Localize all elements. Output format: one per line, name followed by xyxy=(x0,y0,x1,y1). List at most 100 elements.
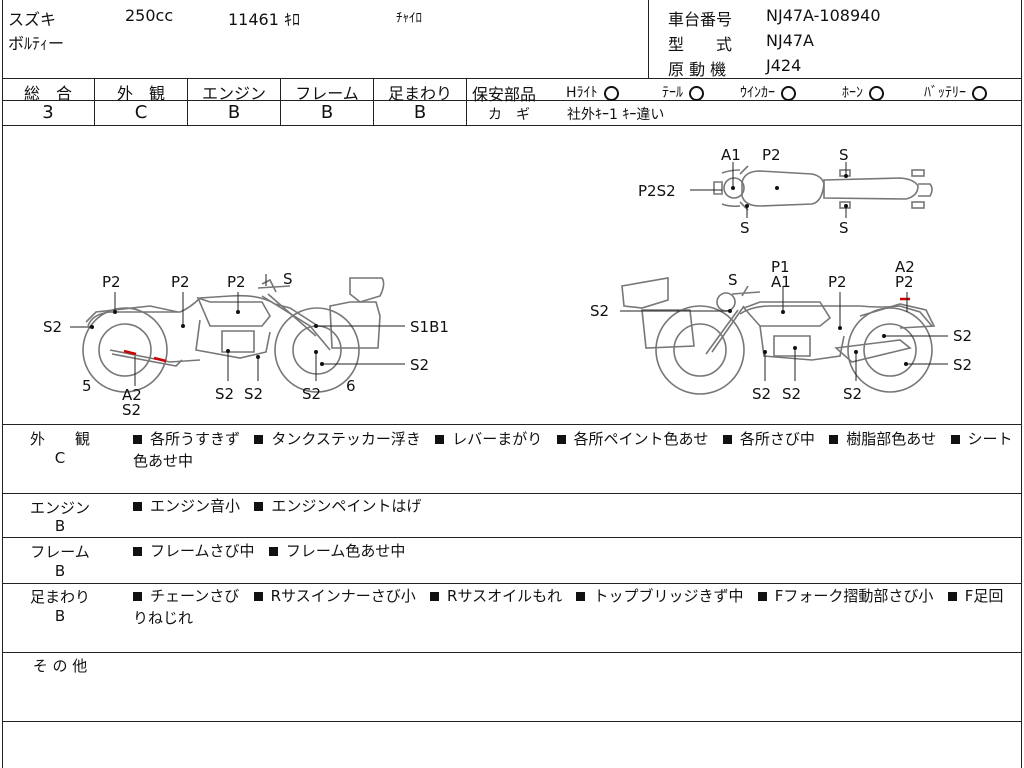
note-item: Rサスインナーさび小 xyxy=(253,587,416,605)
grades-bottom-line xyxy=(2,125,1022,126)
note-text: エンジン音小 xyxy=(150,497,241,515)
bullet-square-icon xyxy=(435,434,445,444)
grade-value-suspension: B xyxy=(413,102,427,123)
note-text: 各所うすきず xyxy=(150,430,241,448)
note-item: 各所ペイント色あせ xyxy=(556,430,709,448)
safety-item-horn: ﾎｰﾝ xyxy=(842,82,884,102)
model-name: ボﾙﾃｨー xyxy=(8,34,65,53)
bullet-square-icon xyxy=(947,591,957,601)
bullet-square-icon xyxy=(576,591,586,601)
note-text: シート色あせ中 xyxy=(133,430,1013,470)
note-text: 樹脂部色あせ xyxy=(846,430,937,448)
safety-label: 保安部品 xyxy=(472,85,537,104)
safety-mid-line xyxy=(466,100,1022,101)
grade-value-exterior: C xyxy=(134,102,148,123)
header-bottom-line xyxy=(2,78,1022,79)
note-text: Fフォーク摺動部さび小 xyxy=(774,587,934,605)
frame-no: NJ47A-108940 xyxy=(766,6,881,25)
circle-mark-icon xyxy=(972,85,987,101)
bullet-square-icon xyxy=(556,434,566,444)
color: ﾁｬｲﾛ xyxy=(396,11,422,26)
note-item: フレームさび中 xyxy=(133,542,255,560)
bullet-square-icon xyxy=(253,591,263,601)
grade-header-exterior: 外 観 xyxy=(116,84,165,103)
diagram-label: S2 xyxy=(122,401,142,419)
grade-divider xyxy=(466,78,467,125)
note-item: エンジンペイントはげ xyxy=(254,497,421,515)
bullet-square-icon xyxy=(950,434,960,444)
diagram-label: S2 xyxy=(302,385,322,403)
note-text: 各所さび中 xyxy=(739,430,815,448)
note-item: 樹脂部色あせ xyxy=(829,430,936,448)
safety-item-label: ﾃｰﾙ xyxy=(662,85,683,101)
frame-grade: B xyxy=(54,562,66,580)
bullet-square-icon xyxy=(268,546,278,556)
note-text: フレームさび中 xyxy=(150,542,255,560)
safety-item-label: ｳｲﾝｶｰ xyxy=(740,85,775,101)
grade-value-engine: B xyxy=(227,102,241,123)
safety-item-label: Hﾗｲﾄ xyxy=(566,85,598,101)
note-item: 各所うすきず xyxy=(133,430,240,448)
diagram-label: S2 xyxy=(953,327,973,345)
bullet-square-icon xyxy=(722,434,732,444)
header-divider xyxy=(648,0,649,78)
exterior-notes: 各所うすきず タンクステッカー浮き レバーまがり 各所ペイント色あせ 各所さび中… xyxy=(133,428,1013,472)
border-right xyxy=(1021,0,1022,768)
diagram-label: S2 xyxy=(244,385,264,403)
safety-item-battery: ﾊﾞｯﾃﾘｰ xyxy=(924,82,987,102)
note-text: トップブリッジきず中 xyxy=(593,587,744,605)
diagram-label: S2 xyxy=(43,318,63,336)
note-text: Rサスインナーさび小 xyxy=(270,587,416,605)
diagram-label: 6 xyxy=(346,377,356,395)
diagram-label: S2 xyxy=(782,385,802,403)
diagram-label: S xyxy=(740,219,750,237)
note-text: エンジンペイントはげ xyxy=(271,497,422,515)
grade-divider xyxy=(280,78,281,125)
note-item: タンクステッカー浮き xyxy=(254,430,421,448)
frame-notes: フレームさび中 フレーム色あせ中 xyxy=(133,540,1013,562)
diagram-label: P2 xyxy=(895,273,914,291)
bullet-square-icon xyxy=(133,591,142,601)
engine-grade: B xyxy=(54,517,66,535)
engine-notes: エンジン音小 エンジンペイントはげ xyxy=(133,495,1013,517)
note-text: 各所ペイント色あせ xyxy=(573,430,709,448)
safety-item-winker: ｳｲﾝｶｰ xyxy=(740,82,796,102)
safety-item-headlight: Hﾗｲﾄ xyxy=(566,82,619,102)
suspension-title: 足まわり xyxy=(29,588,90,606)
note-item: エンジン音小 xyxy=(133,497,240,515)
note-text: レバーまがり xyxy=(452,430,543,448)
grade-divider xyxy=(373,78,374,125)
note-text: Rサスオイルもれ xyxy=(447,587,563,605)
note-item: 各所さび中 xyxy=(722,430,815,448)
circle-mark-icon xyxy=(781,85,796,101)
suspension-grade: B xyxy=(54,607,66,625)
diagram-label: S2 xyxy=(953,356,973,374)
diagram-label: S xyxy=(728,271,738,289)
suspension-notes: チェーンさび Rサスインナーさび小 Rサスオイルもれ トップブリッジきず中 Fフ… xyxy=(133,585,1013,629)
exterior-bottom-line xyxy=(2,493,1022,494)
engine-bottom-line xyxy=(2,537,1022,538)
diagram-label: 5 xyxy=(82,377,92,395)
maker: スズキ xyxy=(8,10,57,29)
diagram-label: A1 xyxy=(771,273,791,291)
diagram-label: P2 xyxy=(171,273,190,291)
diagram-label: P1 xyxy=(771,258,790,276)
diagram-label: S2 xyxy=(410,356,430,374)
exterior-title: 外 観 xyxy=(29,430,90,448)
displacement: 250cc xyxy=(125,6,174,25)
diagram-label: A1 xyxy=(721,146,741,164)
grade-mid-line xyxy=(2,100,467,101)
bullet-square-icon xyxy=(133,546,142,556)
frame-no-label: 車台番号 xyxy=(668,10,733,29)
suspension-bottom-line xyxy=(2,652,1022,653)
grade-divider xyxy=(94,78,95,125)
type-value: NJ47A xyxy=(766,31,814,50)
bullet-square-icon xyxy=(757,591,767,601)
note-item: トップブリッジきず中 xyxy=(576,587,743,605)
note-item: Rサスオイルもれ xyxy=(430,587,562,605)
frame-title: フレーム xyxy=(30,543,90,561)
safety-item-tail: ﾃｰﾙ xyxy=(662,82,704,102)
bullet-square-icon xyxy=(430,591,440,601)
frame-bottom-line xyxy=(2,583,1022,584)
diagram-label: S2 xyxy=(843,385,863,403)
